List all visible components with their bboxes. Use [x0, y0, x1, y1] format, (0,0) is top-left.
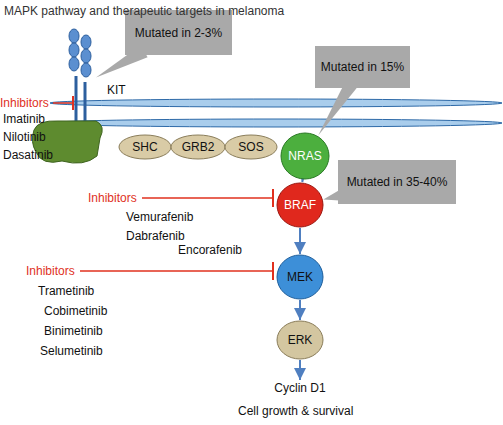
label-text: Dasatinib [3, 148, 53, 162]
ellipse-shape [281, 133, 329, 179]
diagram-title: MAPK pathway and therapeutic targets in … [4, 4, 284, 18]
text-holder: ERK [276, 320, 324, 360]
membrane-layer [50, 99, 502, 107]
receptor-domain [69, 29, 79, 43]
node-text: Cyclin D1 [274, 381, 325, 395]
receptor-stalk [75, 76, 78, 124]
inhibitor-line [142, 197, 273, 199]
text-holder: Mutated in 15% [315, 46, 410, 88]
kinase-circle: BRAF [276, 182, 324, 228]
receptor-domain [81, 63, 91, 77]
node-text: Mutated in 35-40% [347, 175, 448, 189]
label-text: Vemurafenib [126, 210, 193, 224]
label-text: Inhibitors [0, 96, 49, 110]
text-holder: Mutated in 35-40% [338, 160, 456, 204]
callout-box: Mutated in 15% [315, 46, 410, 88]
node-text: ERK [288, 333, 313, 347]
inhibitor-bar [272, 262, 274, 280]
adaptor-protein: SOS [224, 134, 278, 160]
text-holder: SOS [224, 134, 278, 160]
receptor-stalk [84, 82, 87, 124]
text-holder: GRB2 [170, 134, 226, 160]
ellipse-shape [277, 255, 323, 299]
label-text: Encorafenib [178, 243, 242, 257]
node-text: MEK [287, 270, 313, 284]
text-holder: KIT [107, 83, 126, 97]
node-text: SOS [238, 140, 263, 154]
receptor-domain [81, 49, 91, 63]
node-text: KIT [107, 83, 126, 97]
ellipse-shape [277, 321, 323, 359]
label-text: Inhibitors [26, 264, 75, 278]
node-text: BRAF [284, 198, 316, 212]
inhibitor-bar [272, 189, 274, 207]
node-text: GRB2 [182, 140, 215, 154]
pathway-arrow [299, 228, 301, 254]
pathway-arrow [301, 180, 303, 182]
label-text: Inhibitors [88, 191, 137, 205]
node-text: Mutated in 15% [321, 60, 404, 74]
pathway-arrow [299, 300, 301, 320]
label-text: Cell growth & survival [238, 404, 353, 418]
node-text: Mutated in 2-3% [135, 26, 222, 40]
kinase-circle: NRAS [280, 132, 330, 180]
ellipse-shape [119, 135, 171, 159]
membrane-layer [50, 119, 502, 127]
pathway-arrow [299, 360, 301, 380]
receptor-domain [69, 43, 79, 57]
node-text: NRAS [288, 149, 321, 163]
label-text: Trametinib [38, 284, 94, 298]
inhibitor-line [53, 102, 73, 104]
inhibitor-bar [72, 96, 74, 110]
kinase-circle: ERK [276, 320, 324, 360]
text-holder: SHC [118, 134, 172, 160]
adaptor-protein: GRB2 [170, 134, 226, 160]
target-protein: Cyclin D1 [262, 380, 338, 396]
label-text: Binimetinib [44, 324, 103, 338]
inhibitor-line [80, 270, 273, 272]
callout-box: Mutated in 35-40% [338, 160, 456, 204]
ellipse-shape [225, 135, 277, 159]
receptor-domain [81, 35, 91, 49]
receptor-domain [69, 57, 79, 71]
kinase-circle: MEK [276, 254, 324, 300]
text-holder: NRAS [280, 132, 330, 180]
label-text: Dabrafenib [126, 229, 185, 243]
text-holder: Cyclin D1 [262, 380, 338, 396]
ellipse-shape [277, 183, 323, 227]
ellipse-shape [171, 135, 225, 159]
adaptor-protein: SHC [118, 134, 172, 160]
text-holder: BRAF [276, 182, 324, 228]
label-text: Nilotinib [3, 130, 46, 144]
label-text: Cobimetinib [44, 304, 107, 318]
text-holder: MEK [276, 254, 324, 300]
label-text: Imatinib [3, 112, 45, 126]
node-text: SHC [132, 140, 157, 154]
label-text: Selumetinib [40, 344, 103, 358]
